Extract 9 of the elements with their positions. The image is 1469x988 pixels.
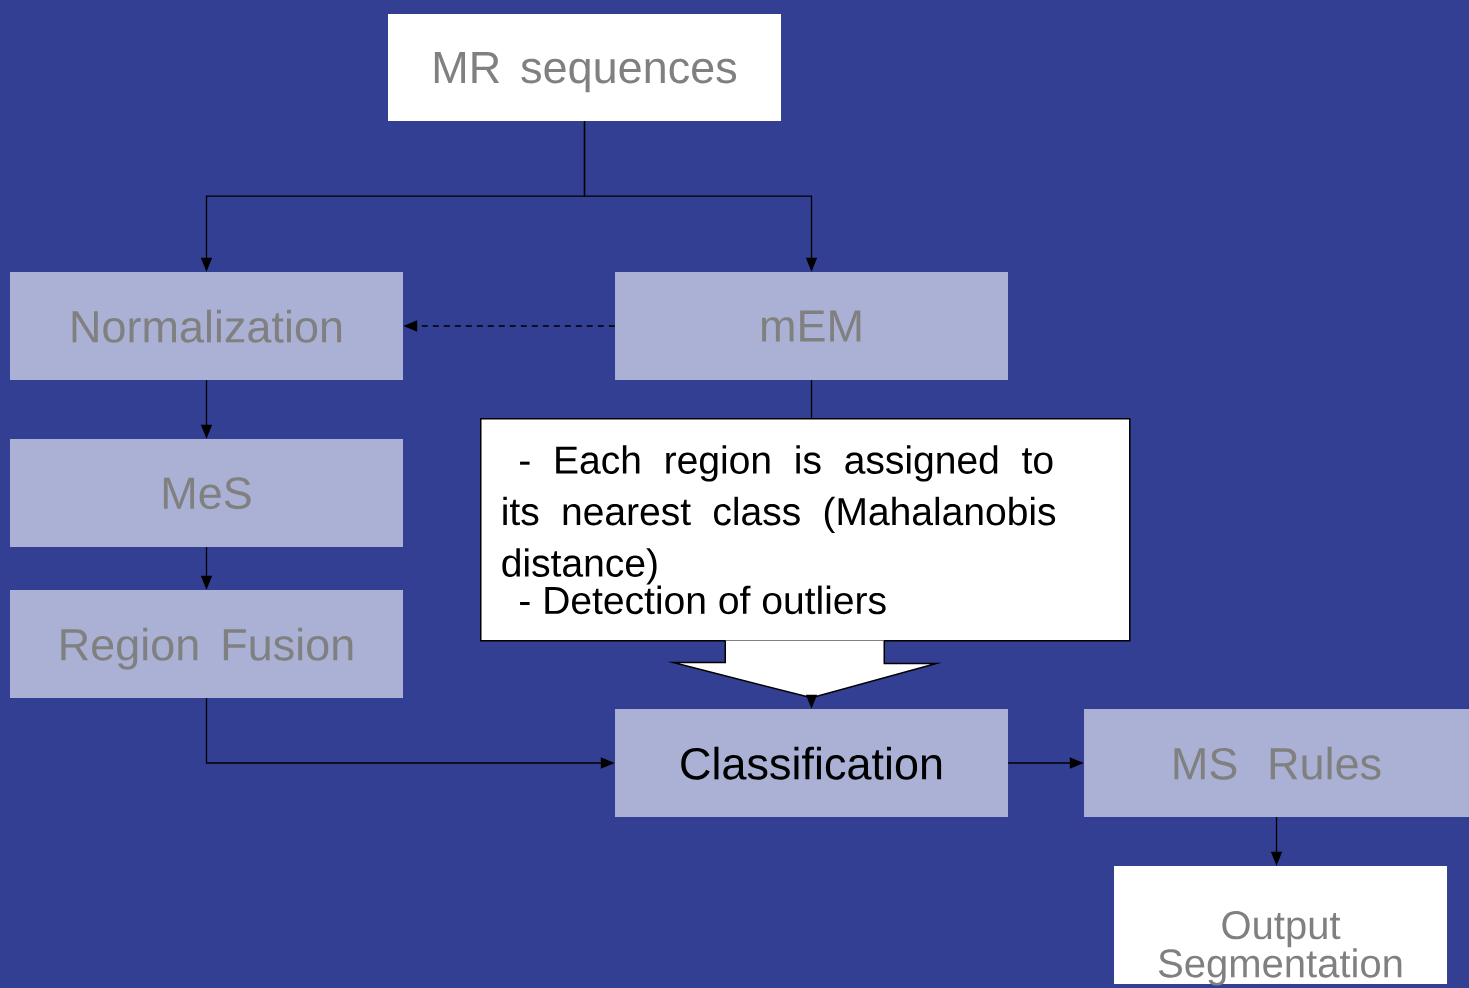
process-box: Classification xyxy=(615,709,1008,817)
process-box: Region Fusion xyxy=(10,590,403,698)
process-box: mEM xyxy=(615,272,1008,380)
terminal-box: MR sequences xyxy=(388,14,781,121)
process-box: MeS xyxy=(10,439,403,547)
process-box: Normalization xyxy=(10,272,403,380)
process-box: MS Rules xyxy=(1084,709,1469,817)
callout-box: - Each region is assigned to its nearest class (Mahalanobis distance) - Detection of outliers xyxy=(480,418,1131,642)
terminal-box: Output Segmentation xyxy=(1114,866,1447,986)
